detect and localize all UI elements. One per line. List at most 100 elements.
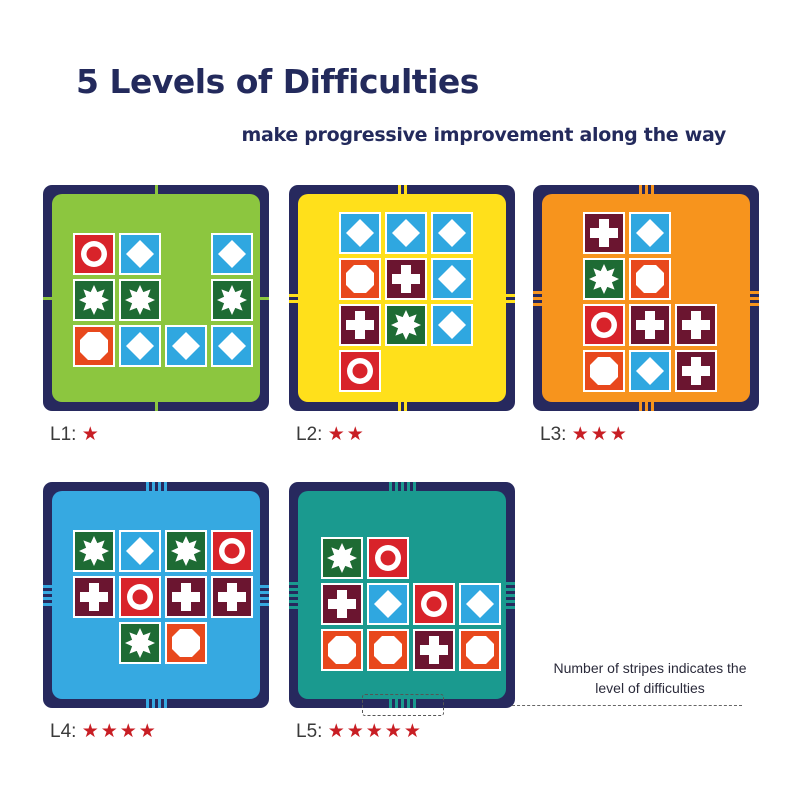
octagon-icon — [466, 636, 494, 664]
puzzle-tile — [385, 304, 427, 346]
puzzle-tile — [339, 304, 381, 346]
puzzle-tile — [583, 258, 625, 300]
puzzle-tile — [211, 530, 253, 572]
puzzle-tile — [165, 622, 207, 664]
difficulty-stripe — [747, 303, 759, 306]
diamond-icon — [392, 219, 420, 247]
puzzle-tile — [119, 576, 161, 618]
difficulty-stars: ★ — [81, 424, 101, 445]
difficulty-stripe — [146, 696, 149, 708]
difficulty-stars: ★★ — [327, 424, 366, 445]
difficulty-stripe — [164, 482, 167, 494]
difficulty-stars: ★★★ — [571, 424, 629, 445]
difficulty-stripe — [398, 399, 401, 411]
puzzle-tile — [73, 325, 115, 367]
starburst-icon — [589, 264, 619, 294]
diamond-icon — [172, 332, 200, 360]
puzzle-tile — [321, 629, 363, 671]
difficulty-stripe — [404, 185, 407, 197]
cross-icon — [682, 311, 710, 339]
difficulty-stripe — [289, 294, 301, 297]
difficulty-stripe — [639, 399, 642, 411]
diamond-icon — [218, 240, 246, 268]
difficulty-stripe — [503, 600, 515, 603]
cross-icon — [420, 636, 448, 664]
ring-icon — [347, 358, 373, 384]
puzzle-tile — [629, 304, 671, 346]
difficulty-stripe — [152, 482, 155, 494]
puzzle-tile — [211, 576, 253, 618]
difficulty-stripe — [257, 585, 269, 588]
difficulty-stripe — [155, 399, 158, 411]
difficulty-stripe — [389, 482, 392, 494]
difficulty-stripe — [289, 594, 301, 597]
puzzle-tile — [339, 350, 381, 392]
puzzle-tile — [629, 258, 671, 300]
difficulty-stripe — [43, 597, 55, 600]
difficulty-stripe — [257, 597, 269, 600]
diamond-icon — [126, 332, 154, 360]
puzzle-tile — [211, 325, 253, 367]
difficulty-stripe — [651, 399, 654, 411]
difficulty-stripe — [747, 291, 759, 294]
difficulty-stars: ★★★★ — [81, 721, 158, 742]
difficulty-stripe — [413, 696, 416, 708]
puzzle-tile — [73, 576, 115, 618]
cross-icon — [346, 311, 374, 339]
puzzle-tile — [413, 629, 455, 671]
puzzle-tile — [385, 212, 427, 254]
level-label-2: L2: ★★ — [296, 423, 366, 446]
diamond-icon — [126, 537, 154, 565]
cross-icon — [590, 219, 618, 247]
starburst-icon — [79, 285, 109, 315]
puzzle-tile — [339, 212, 381, 254]
difficulty-stripe — [645, 185, 648, 197]
difficulty-stripe — [645, 399, 648, 411]
puzzle-tile — [629, 350, 671, 392]
cross-icon — [328, 590, 356, 618]
starburst-icon — [79, 536, 109, 566]
octagon-icon — [80, 332, 108, 360]
page-title: 5 Levels of Difficulties — [76, 62, 479, 101]
puzzle-tile — [413, 583, 455, 625]
puzzle-tile — [675, 304, 717, 346]
starburst-icon — [125, 285, 155, 315]
difficulty-stripe — [651, 185, 654, 197]
difficulty-stripe — [503, 300, 515, 303]
difficulty-stripe — [289, 582, 301, 585]
difficulty-stripe — [257, 297, 269, 300]
octagon-icon — [346, 265, 374, 293]
difficulty-stripe — [395, 696, 398, 708]
diamond-icon — [466, 590, 494, 618]
starburst-icon — [391, 310, 421, 340]
puzzle-tile — [629, 212, 671, 254]
puzzle-tile — [583, 350, 625, 392]
difficulty-stripe — [533, 291, 545, 294]
ring-icon — [219, 538, 245, 564]
stripe-highlight-box — [362, 694, 444, 716]
puzzle-tile — [367, 537, 409, 579]
puzzle-tile — [119, 279, 161, 321]
puzzle-tile — [583, 304, 625, 346]
ring-icon — [81, 241, 107, 267]
difficulty-stripe — [503, 588, 515, 591]
difficulty-stripe — [503, 294, 515, 297]
annotation-line-1: Number of stripes indicates the — [553, 660, 747, 676]
ring-icon — [591, 312, 617, 338]
octagon-icon — [172, 629, 200, 657]
difficulty-stripe — [155, 185, 158, 197]
puzzle-tile — [119, 530, 161, 572]
puzzle-tile — [339, 258, 381, 300]
puzzle-tile — [321, 583, 363, 625]
difficulty-stripe — [43, 603, 55, 606]
puzzle-tile — [211, 233, 253, 275]
difficulty-stripe — [395, 482, 398, 494]
difficulty-stripe — [401, 696, 404, 708]
cross-icon — [218, 583, 246, 611]
difficulty-stripe — [747, 297, 759, 300]
difficulty-stripe — [533, 303, 545, 306]
stripe-annotation: Number of stripes indicates the level of… — [530, 658, 770, 698]
puzzle-tile — [165, 530, 207, 572]
difficulty-stripe — [43, 591, 55, 594]
puzzle-tile — [73, 279, 115, 321]
